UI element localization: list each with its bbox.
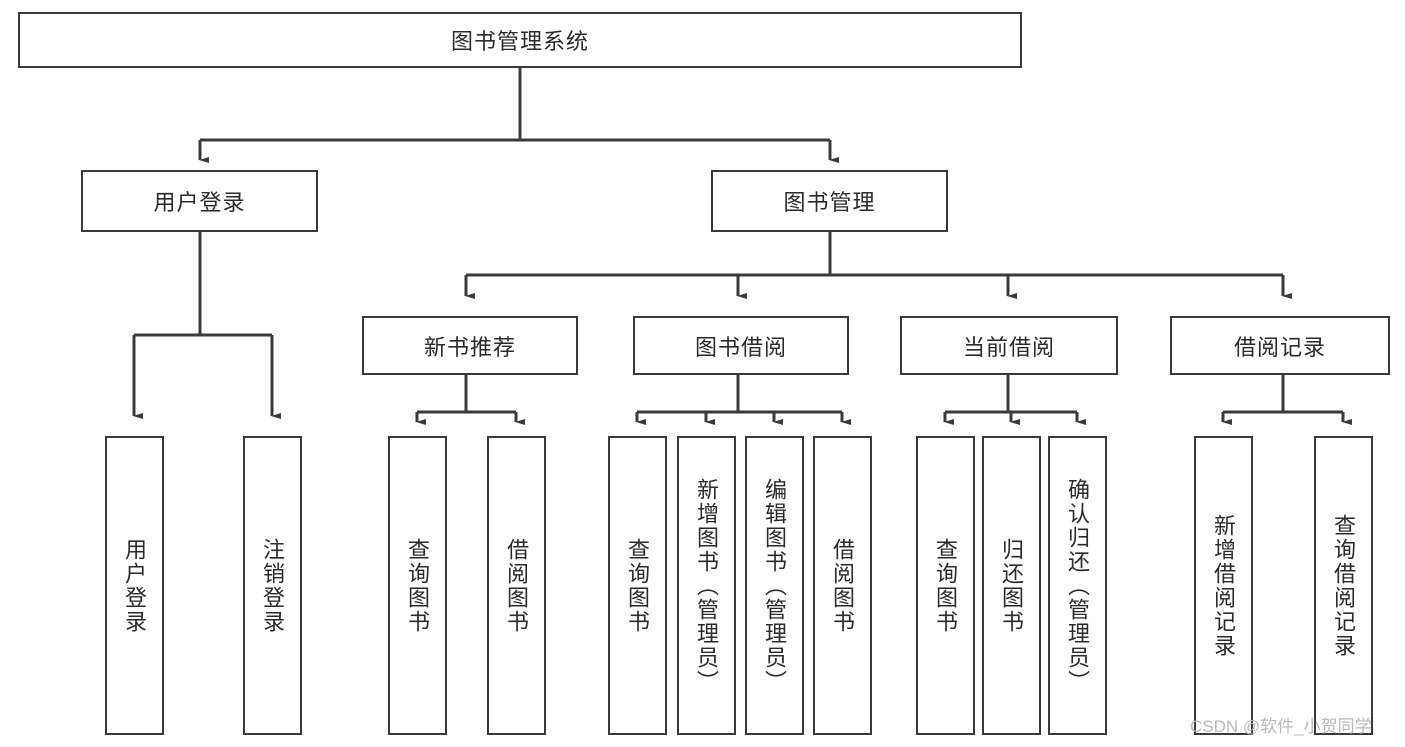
node-label: 新书推荐 <box>423 334 516 360</box>
leaf-borrow-query-book[interactable]: 查询图书 <box>608 436 667 735</box>
node-label: 新增图书（管理员） <box>694 477 720 694</box>
leaf-current-return-book[interactable]: 归还图书 <box>982 436 1041 735</box>
node-book-management[interactable]: 图书管理 <box>711 170 948 232</box>
leaf-borrow-add-book-admin[interactable]: 新增图书（管理员） <box>677 436 736 735</box>
leaf-user-logout[interactable]: 注销登录 <box>243 436 302 735</box>
node-current-borrow[interactable]: 当前借阅 <box>900 316 1118 375</box>
leaf-recommend-query-book[interactable]: 查询图书 <box>388 436 447 735</box>
leaf-borrow-borrow-book[interactable]: 借阅图书 <box>813 436 872 735</box>
node-label: 归还图书 <box>999 537 1025 634</box>
node-label: 借阅图书 <box>830 537 856 634</box>
node-label: 图书管理系统 <box>450 29 589 54</box>
node-label: 用户登录 <box>153 190 246 215</box>
csdn-watermark: CSDN @软件_小贺同学 <box>1190 717 1372 736</box>
leaf-recommend-borrow-book[interactable]: 借阅图书 <box>487 436 546 735</box>
node-borrow-record[interactable]: 借阅记录 <box>1170 316 1390 375</box>
node-root-system[interactable]: 图书管理系统 <box>18 12 1022 68</box>
node-label: 查询借阅记录 <box>1331 513 1357 658</box>
node-label: 编辑图书（管理员） <box>762 477 788 694</box>
node-label: 查询图书 <box>933 537 959 634</box>
node-label: 查询图书 <box>405 537 431 634</box>
node-new-book-recommend[interactable]: 新书推荐 <box>362 316 578 375</box>
node-label: 图书管理 <box>783 190 876 215</box>
leaf-borrow-edit-book-admin[interactable]: 编辑图书（管理员） <box>745 436 804 735</box>
node-label: 当前借阅 <box>962 334 1055 360</box>
node-label: 图书借阅 <box>694 334 787 360</box>
leaf-current-confirm-return-admin[interactable]: 确认归还（管理员） <box>1048 436 1107 735</box>
node-label: 查询图书 <box>625 537 651 634</box>
leaf-record-add-record[interactable]: 新增借阅记录 <box>1194 436 1253 735</box>
node-label: 借阅记录 <box>1233 334 1326 360</box>
node-label: 用户登录 <box>122 537 148 634</box>
node-label: 确认归还（管理员） <box>1065 477 1091 694</box>
leaf-current-query-book[interactable]: 查询图书 <box>916 436 975 735</box>
leaf-user-login[interactable]: 用户登录 <box>105 436 164 735</box>
node-label: 借阅图书 <box>504 537 530 634</box>
node-label: 新增借阅记录 <box>1211 513 1237 658</box>
node-book-borrow[interactable]: 图书借阅 <box>633 316 849 375</box>
leaf-record-query-record[interactable]: 查询借阅记录 <box>1314 436 1373 735</box>
node-user-login[interactable]: 用户登录 <box>81 170 318 232</box>
node-label: 注销登录 <box>260 537 286 634</box>
